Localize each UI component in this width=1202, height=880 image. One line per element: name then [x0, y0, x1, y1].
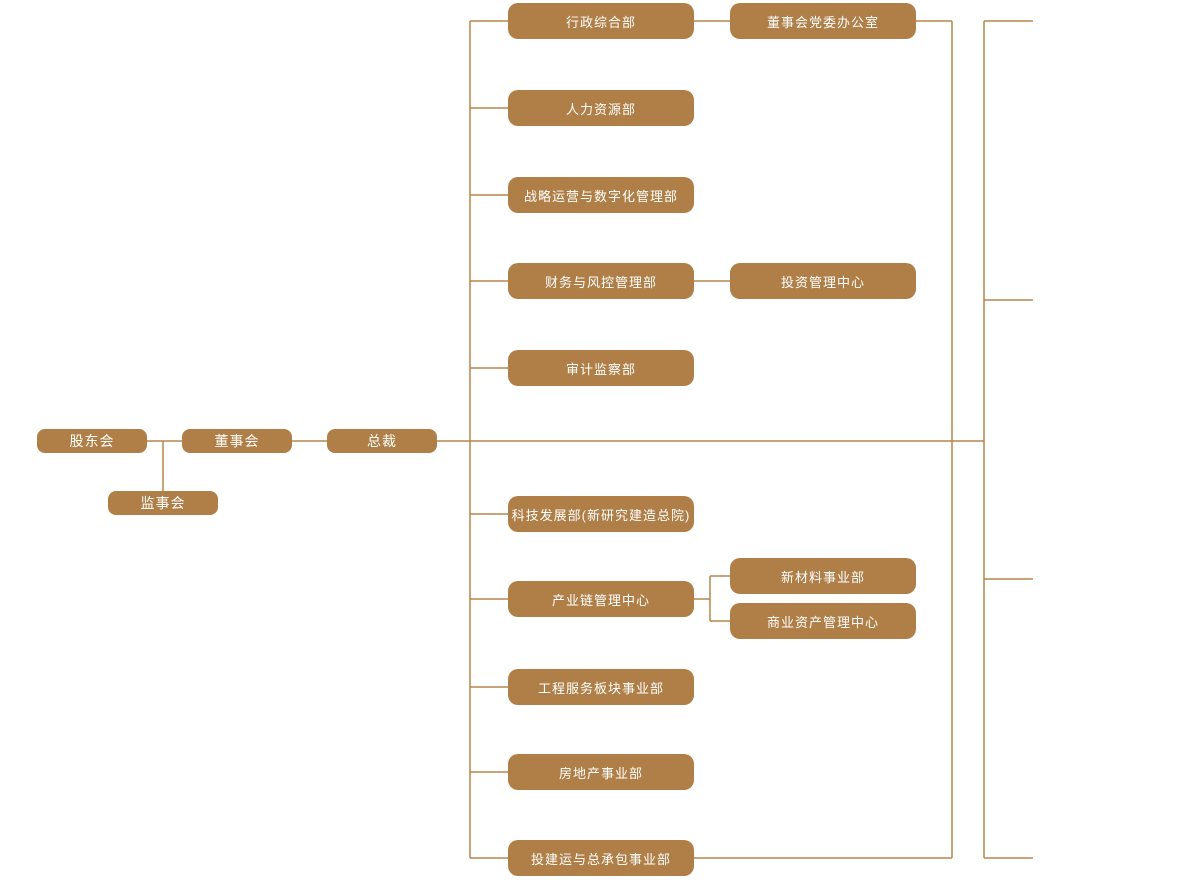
dept-real-estate-node: 房地产事业部: [508, 754, 694, 790]
office-board-party-committee-node: 董事会党委办公室: [730, 3, 916, 39]
center-investment-management-node: 投资管理中心: [730, 263, 916, 299]
dept-strategy-digital-node: 战略运营与数字化管理部: [508, 177, 694, 213]
dept-tech-development-node: 科技发展部(新研究建造总院): [508, 496, 694, 532]
dept-invest-build-epc-node: 投建运与总承包事业部: [508, 840, 694, 876]
dept-audit-supervision-node: 审计监察部: [508, 350, 694, 386]
dept-admin-general-node: 行政综合部: [508, 3, 694, 39]
center-commercial-assets-node: 商业资产管理中心: [730, 603, 916, 639]
center-industry-chain-node: 产业链管理中心: [508, 581, 694, 617]
dept-engineering-services-node: 工程服务板块事业部: [508, 669, 694, 705]
supervisory-board-node: 监事会: [108, 491, 218, 515]
board-of-directors-node: 董事会: [182, 429, 292, 453]
dept-finance-risk-node: 财务与风控管理部: [508, 263, 694, 299]
president-node: 总裁: [327, 429, 437, 453]
shareholders-meeting-node: 股东会: [37, 429, 147, 453]
dept-new-materials-node: 新材料事业部: [730, 558, 916, 594]
dept-human-resources-node: 人力资源部: [508, 90, 694, 126]
